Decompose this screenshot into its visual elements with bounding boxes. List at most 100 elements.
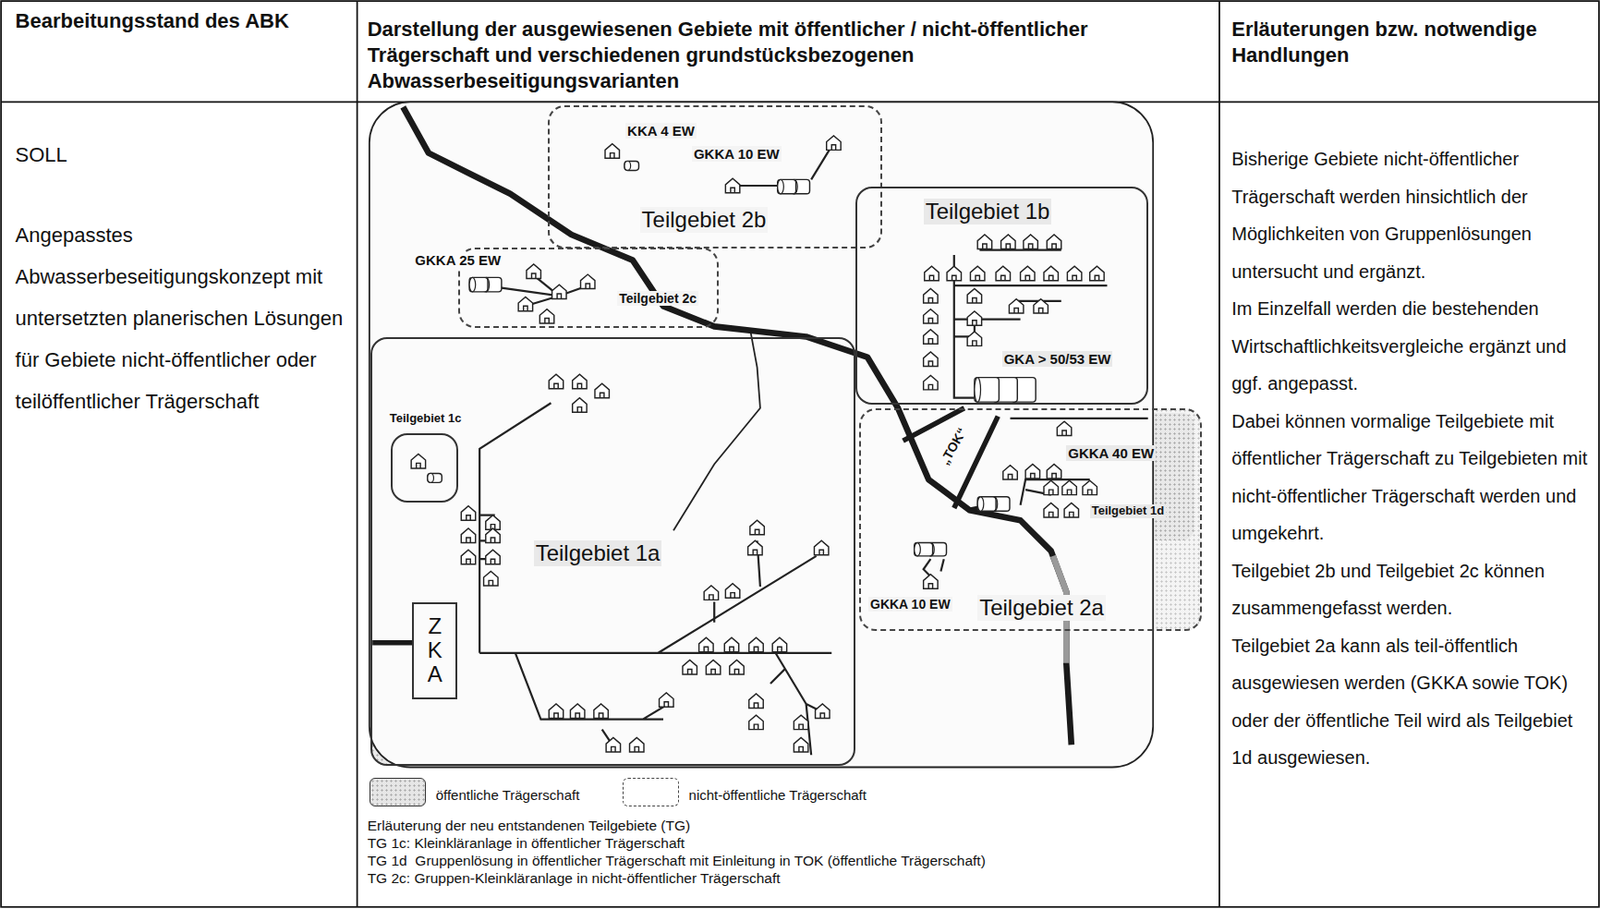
area-region: Teilgebiet 1bGKA > 50/53 EW: [855, 186, 1149, 405]
notes-column: Bisherige Gebiete nicht-öffentlicher Trä…: [1231, 140, 1596, 777]
table-cell: SOLL: [15, 133, 353, 176]
tank-end: [914, 543, 922, 557]
house-icon: [518, 296, 533, 311]
area-region: GKKA 10 EW Teilgebiet 2a GKKA 40 EW Teilgeb…: [859, 408, 1202, 631]
house-icon: [1025, 463, 1040, 478]
house-icon: [749, 715, 764, 729]
house-icon: [1043, 502, 1058, 517]
house-icon: [1046, 234, 1061, 249]
house-icon: [594, 383, 609, 398]
legend-text: öffentliche Trägerschaft: [436, 787, 581, 803]
house-icon: [967, 311, 982, 326]
house-icon: [749, 693, 764, 708]
house-icon: [1033, 299, 1048, 314]
house-icon: [703, 585, 718, 600]
region-name: Teilgebiet 2b: [640, 206, 769, 233]
tank-icon: [974, 377, 1000, 403]
house-icon: [923, 351, 938, 366]
house-icon: [699, 637, 714, 652]
house-icon: [705, 660, 720, 675]
header-cell: Erläuterungen bzw. notwendige Handlungen: [1231, 16, 1589, 69]
house-icon: [725, 178, 740, 193]
trunk-lines: [372, 408, 998, 643]
plant-box: ZKA: [412, 602, 458, 700]
house-icon: [995, 266, 1010, 280]
house-icon: [1046, 463, 1061, 478]
house-icon: [924, 266, 939, 280]
region-name: Teilgebiet 2a: [977, 594, 1106, 621]
tank-end: [977, 496, 984, 511]
area-region: Teilgebiet 1aTeilgebiet 1cZKA: [370, 337, 856, 766]
house-icon: [460, 506, 475, 521]
explanation-text: Teilgebiet 2a kann als teil-öffentlich a…: [1231, 627, 1596, 777]
house-icon: [1043, 480, 1058, 495]
tank-icon: [427, 472, 442, 483]
header-cell: Darstellung der ausgewiesenen Gebiete mi…: [367, 16, 1215, 95]
plant-label: GKKA 10 EW: [691, 145, 782, 162]
house-icon: [1003, 465, 1018, 480]
house-icon: [1043, 266, 1058, 280]
house-icon: [977, 234, 992, 249]
house-icon: [967, 289, 982, 304]
house-icon: [967, 331, 982, 346]
house-icon: [793, 737, 808, 752]
area-region: GKKA 25 EWTeilgebiet 2c: [458, 247, 719, 328]
outer-region: [369, 101, 1153, 767]
house-icon: [581, 274, 595, 289]
explanation-text: Dabei können vormalige Teilgebiete mit ö…: [1231, 402, 1596, 553]
house-icon: [793, 715, 808, 729]
house-icon: [411, 453, 425, 468]
note-line: TG 2c: Gruppen-Kleinkläranlage in nicht-…: [367, 869, 986, 887]
house-icon: [485, 549, 500, 564]
explanation-text: Teilgebiet 2b und Teilgebiet 2c können z…: [1231, 552, 1596, 628]
tank-icon: [914, 543, 934, 557]
house-icon: [1066, 266, 1081, 280]
house-icon: [748, 540, 763, 555]
river-tok: [402, 107, 1072, 745]
explanation-text: Bisherige Gebiete nicht-öffentlicher Trä…: [1231, 140, 1596, 291]
house-icon: [946, 266, 961, 280]
house-icon: [772, 637, 787, 652]
house-icon: [1064, 502, 1079, 517]
house-icon: [724, 637, 739, 652]
icons: [411, 135, 1104, 752]
house-icon: [813, 540, 828, 555]
tank-end: [974, 377, 982, 403]
house-icon: [826, 135, 841, 150]
house-icon: [1001, 234, 1016, 249]
tank-icon: [469, 277, 488, 291]
house-icon: [923, 289, 938, 304]
plant-label: Teilgebiet 1d: [1090, 504, 1167, 519]
tank-icon: [977, 496, 996, 511]
tank-end: [427, 472, 435, 483]
tank-end: [469, 277, 476, 291]
legend-swatch: [369, 777, 426, 807]
house-icon: [460, 528, 475, 543]
area-notes: Erläuterung der neu entstandenen Teilgeb…: [367, 816, 986, 887]
house-icon: [1062, 480, 1077, 495]
house-icon: [593, 703, 608, 718]
region-name: Teilgebiet 1a: [533, 540, 663, 567]
house-icon: [1020, 266, 1035, 280]
plant-label: GKKA 10 EW: [868, 596, 953, 612]
house-icon: [526, 264, 541, 279]
plant-label: GKKA 40 EW: [1066, 445, 1156, 461]
house-icon: [659, 692, 674, 707]
plant-label: GKKA 25 EW: [412, 252, 503, 268]
house-icon: [815, 703, 830, 718]
area-region: KKA 4 EWGKKA 10 EWTeilgebiet 2b: [547, 105, 883, 249]
house-icon: [749, 637, 764, 652]
explanation-text: Im Einzelfall werden die bestehenden Wir…: [1231, 290, 1596, 403]
house-icon: [1056, 421, 1071, 436]
table-cell: Angepasstes Abwasserbeseitigungskonzept …: [15, 214, 353, 423]
region-name: ZKA: [424, 614, 447, 688]
house-icon: [923, 329, 938, 344]
note-line: Erläuterung der neu entstandenen Teilgeb…: [367, 816, 986, 835]
house-icon: [606, 737, 620, 752]
house-icon: [630, 737, 644, 752]
house-icon: [569, 703, 584, 718]
plant-label: GKA > 50/53 EW: [1002, 351, 1114, 367]
house-icon: [682, 660, 697, 675]
house-icon: [552, 284, 567, 299]
